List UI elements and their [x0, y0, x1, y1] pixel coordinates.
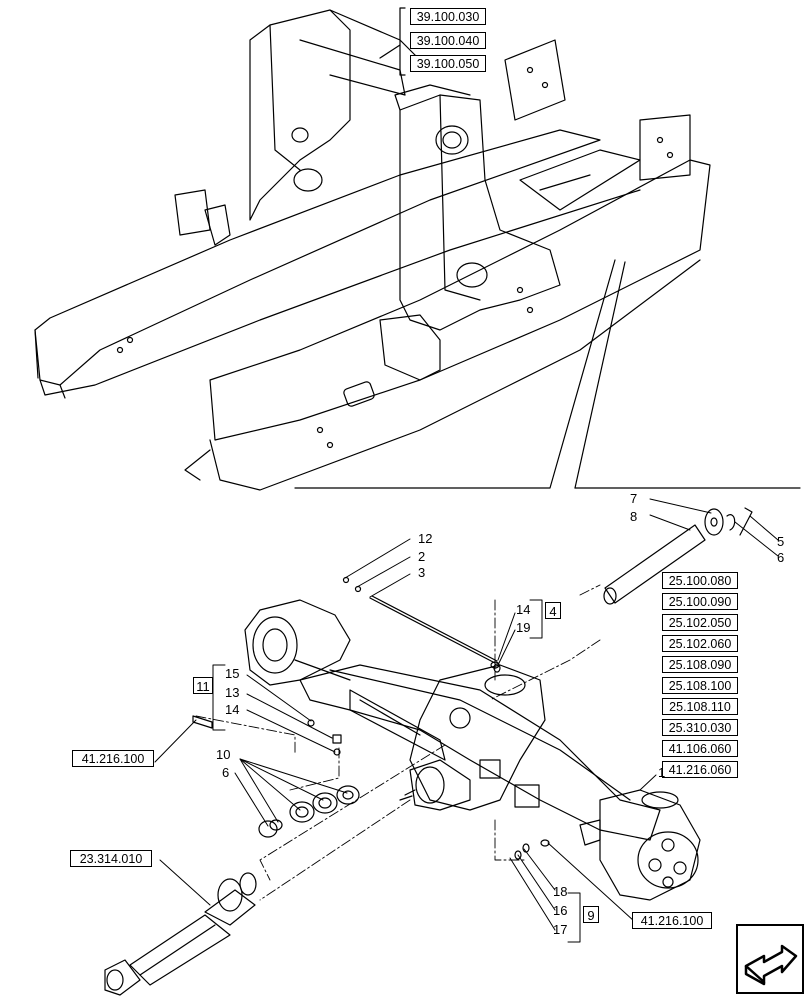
callout-11-box[interactable]: 11 — [193, 677, 213, 694]
axle-ref-8[interactable]: 25.310.030 — [662, 719, 738, 736]
right-mount-ref[interactable]: 41.216.100 — [632, 912, 712, 929]
axle-ref-10[interactable]: 41.216.060 — [662, 761, 738, 778]
callout-14-upper: 14 — [516, 602, 531, 617]
frame-ref-bracket — [399, 7, 406, 76]
axle-ref-4[interactable]: 25.102.060 — [662, 635, 738, 652]
callout-17: 17 — [553, 922, 568, 937]
frame-ref-leader — [379, 44, 401, 59]
callout-1: 1 — [658, 765, 666, 780]
frame-ref-1[interactable]: 39.100.030 — [410, 8, 486, 25]
callout-12: 12 — [418, 531, 433, 546]
callout-6-washer: 6 — [222, 765, 230, 780]
tube-part — [604, 524, 706, 604]
axle-ref-3[interactable]: 25.102.050 — [662, 614, 738, 631]
callout-16: 16 — [553, 903, 568, 918]
callout-13: 13 — [225, 685, 240, 700]
callout-10: 10 — [216, 747, 231, 762]
navigation-arrow-icon[interactable] — [736, 924, 804, 994]
left-mount-ref[interactable]: 41.216.100 — [72, 750, 154, 767]
callout-15: 15 — [225, 666, 240, 681]
callout-19: 19 — [516, 620, 531, 635]
axle-ref-5[interactable]: 25.108.090 — [662, 656, 738, 673]
callout-6-clip: 6 — [777, 550, 785, 565]
callout-18: 18 — [553, 884, 568, 899]
axle-ref-2[interactable]: 25.100.090 — [662, 593, 738, 610]
driveshaft-ref[interactable]: 23.314.010 — [70, 850, 152, 867]
frame-ref-3[interactable]: 39.100.050 — [410, 55, 486, 72]
callout-8: 8 — [630, 509, 638, 524]
callout-4-box[interactable]: 4 — [545, 602, 561, 619]
tractor-frame — [34, 9, 711, 491]
callout-14-lower: 14 — [225, 702, 240, 717]
callout-9-box[interactable]: 9 — [583, 906, 599, 923]
axle-ref-6[interactable]: 25.108.100 — [662, 677, 738, 694]
frame-ref-2[interactable]: 39.100.040 — [410, 32, 486, 49]
drive-shaft — [104, 872, 257, 996]
axle-ref-1[interactable]: 25.100.080 — [662, 572, 738, 589]
callout-2: 2 — [418, 549, 426, 564]
front-axle — [244, 599, 701, 901]
axle-ref-9[interactable]: 41.106.060 — [662, 740, 738, 757]
axle-ref-7[interactable]: 25.108.110 — [662, 698, 738, 715]
callout-3: 3 — [418, 565, 426, 580]
callout-7: 7 — [630, 491, 638, 506]
callout-5: 5 — [777, 534, 785, 549]
